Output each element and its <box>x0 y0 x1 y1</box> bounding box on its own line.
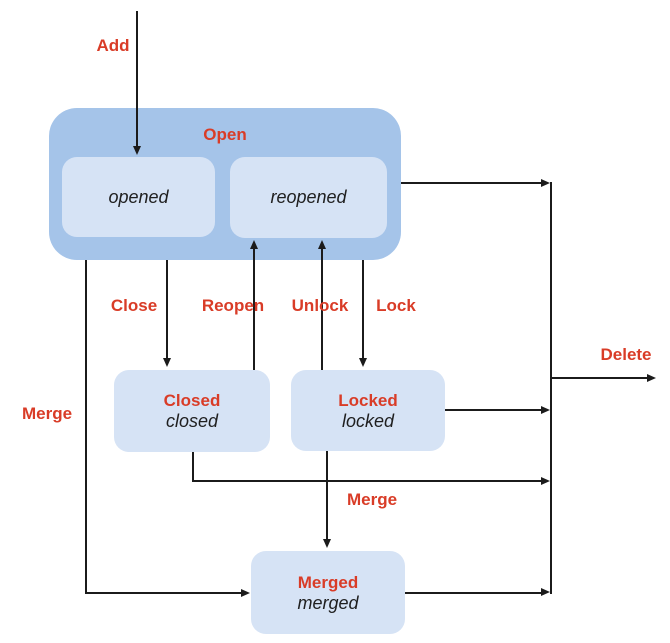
node-closed-title: Closed <box>163 391 221 410</box>
edge-open-to-bus-line <box>401 182 541 184</box>
delete-bus-line <box>550 182 552 594</box>
edge-open-to-bus-arrowhead-icon <box>541 179 550 187</box>
node-merged-title: Merged <box>297 572 359 592</box>
edge-merged-to-bus-line <box>405 592 541 594</box>
node-locked-title: Locked <box>338 390 398 410</box>
node-locked: Locked locked <box>291 370 445 451</box>
node-locked-label: locked <box>341 410 395 431</box>
edge-unlock-arrowhead-icon <box>318 240 326 249</box>
edge-add-line <box>136 11 138 146</box>
edge-locked-to-bus-arrowhead-icon <box>541 406 550 414</box>
edge-closed-to-bus-hline <box>192 480 541 482</box>
edge-lock-arrowhead-icon <box>359 358 367 367</box>
edge-reopen-line <box>253 249 255 370</box>
edge-reopen-arrowhead-icon <box>250 240 258 249</box>
edge-merged-to-bus-arrowhead-icon <box>541 588 550 596</box>
edge-closed-to-bus-vline <box>192 452 194 482</box>
edge-merge-locked-line <box>326 451 328 539</box>
edge-add-arrowhead-icon <box>133 146 141 155</box>
edge-label-add: Add <box>96 36 130 55</box>
node-open-group-title: Open <box>203 125 247 144</box>
edge-lock-line <box>362 260 364 358</box>
edge-label-lock: Lock <box>376 296 416 315</box>
node-merged: Merged merged <box>251 551 405 634</box>
edge-closed-to-bus-arrowhead-icon <box>541 477 550 485</box>
edge-label-unlock: Unlock <box>291 296 349 315</box>
node-reopened: reopened <box>230 157 387 238</box>
edge-label-delete: Delete <box>600 345 652 364</box>
edge-locked-to-bus-line <box>445 409 541 411</box>
node-closed: Closed closed <box>114 370 270 452</box>
edge-label-merge-open: Merge <box>21 404 73 423</box>
edge-merge-open-hline <box>85 592 241 594</box>
node-closed-label: closed <box>165 411 219 431</box>
edge-merge-locked-arrowhead-icon <box>323 539 331 548</box>
edge-close-arrowhead-icon <box>163 358 171 367</box>
edge-merge-open-vline <box>85 260 87 593</box>
node-opened: opened <box>62 157 215 237</box>
edge-unlock-line <box>321 249 323 370</box>
edge-delete-arrowhead-icon <box>647 374 656 382</box>
edge-label-merge-locked: Merge <box>346 490 398 509</box>
node-reopened-label: reopened <box>270 187 347 207</box>
node-merged-label: merged <box>297 592 359 613</box>
edge-merge-open-arrowhead-icon <box>241 589 250 597</box>
edge-delete-line <box>552 377 647 379</box>
edge-label-reopen: Reopen <box>201 296 265 315</box>
edge-label-close: Close <box>110 296 158 315</box>
edge-close-line <box>166 260 168 358</box>
node-opened-label: opened <box>108 186 169 207</box>
